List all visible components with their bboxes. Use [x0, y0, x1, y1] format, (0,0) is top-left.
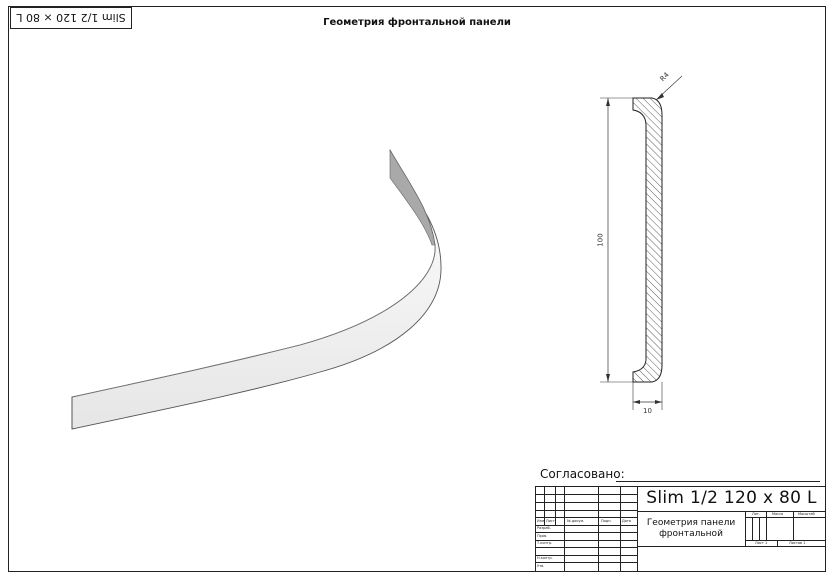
lit-label: Лит.	[752, 512, 761, 516]
drawing-name-line1: Геометрия панели	[646, 517, 736, 528]
col-label-izm: Изм.	[537, 519, 546, 523]
col-label-list: Лист	[546, 519, 555, 523]
col-label-doc: № докум.	[567, 519, 585, 523]
panel-back-face	[389, 148, 436, 246]
row-label-tcontrol: Т.контр.	[537, 541, 553, 545]
sheets-label: Листов 1	[789, 541, 806, 545]
dim-width-label: 10	[643, 407, 652, 415]
drawing-name-line2: фронтальной	[659, 528, 723, 539]
row-label-checked: Пров.	[537, 534, 548, 538]
row-label-approved: Утв.	[537, 564, 545, 568]
section-hatched-profile	[632, 97, 663, 383]
page-title: Геометрия фронтальной панели	[323, 17, 511, 28]
panel-section	[600, 75, 683, 410]
sheet-frame	[8, 6, 826, 572]
col-label-date: Дата	[622, 519, 632, 523]
row-label-ncontrol: Н.контр.	[537, 556, 553, 560]
title-block: Изм. Лист № докум. Подп. Дата Разраб. Пр…	[535, 486, 826, 572]
mass-label: Масса	[772, 512, 784, 516]
sheet-label: Лист 1	[755, 541, 768, 545]
approval-signature-line	[616, 481, 820, 482]
col-label-sign: Подп.	[601, 519, 612, 523]
row-label-developer: Разраб.	[537, 526, 551, 530]
drawing-name: Геометрия панели фронтальной	[637, 511, 745, 546]
panel-top-face	[71, 149, 442, 430]
drawing-code: Slim 1/2 120 x 80 L	[646, 488, 817, 508]
approval-label: Согласовано:	[540, 467, 625, 481]
panel-3d-view	[71, 148, 442, 430]
dim-height-label: 100	[596, 233, 605, 247]
scale-label: Масштаб	[798, 512, 815, 516]
